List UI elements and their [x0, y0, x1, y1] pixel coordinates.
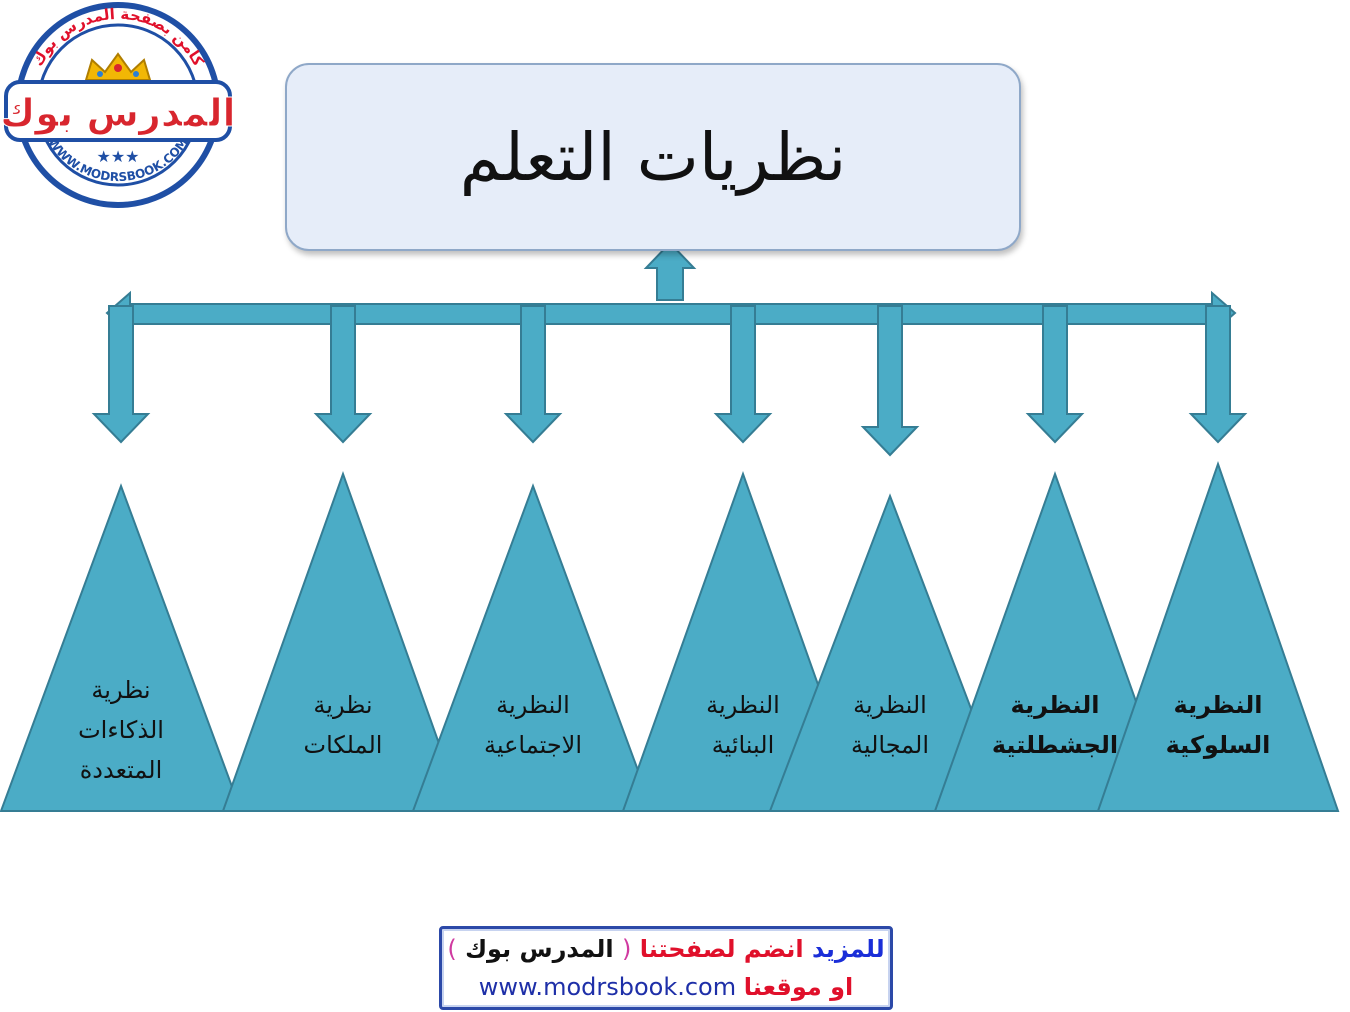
- logo-banner: [4, 80, 232, 142]
- down-arrow: [860, 305, 920, 457]
- theory-label: المجالية: [851, 731, 929, 759]
- theory-label: النظرية: [1174, 691, 1263, 719]
- logo-main-text: المدرس بوك: [2, 91, 234, 135]
- theory-triangle: [933, 471, 1177, 812]
- footer-paren-close: ): [447, 935, 457, 963]
- footer-paren-open: (: [621, 935, 632, 963]
- theory-label: النظرية: [706, 691, 780, 719]
- down-arrow: [91, 305, 151, 444]
- title-box: نظريات التعلم: [285, 63, 1021, 251]
- footer-or-site-text: او موقعنا: [743, 973, 854, 1001]
- theory-label: النظرية: [853, 691, 927, 719]
- theory-triangle: [221, 471, 465, 812]
- up-arrow: [643, 241, 697, 301]
- down-arrow: [713, 305, 773, 444]
- theory-label: البنائية: [712, 731, 775, 759]
- footer-line-site: او موقعنا www.modrsbook.com: [442, 973, 890, 1001]
- theory-label: الجشطلتية: [992, 731, 1118, 759]
- down-arrow: [1025, 305, 1085, 444]
- footer-join-text: انضم لصفحتنا: [639, 935, 804, 963]
- down-arrow: [313, 305, 373, 444]
- footer-line-join: للمزيد انضم لصفحتنا ( المدرس بوك ): [442, 935, 890, 963]
- down-arrow: [503, 305, 563, 444]
- connector-arrows: [91, 241, 1248, 457]
- crown-icon: [84, 52, 152, 81]
- theory-triangle: [0, 483, 243, 812]
- theory-label: السلوكية: [1166, 731, 1271, 759]
- theory-triangle: [1096, 460, 1340, 812]
- theory-label: النظرية: [496, 691, 570, 719]
- footer-banner[interactable]: للمزيد انضم لصفحتنا ( المدرس بوك ) او مو…: [439, 926, 893, 1010]
- theory-label: الذكاءات: [78, 716, 164, 744]
- down-arrow: [1188, 305, 1248, 444]
- theory-triangles: نظرية الذكاءات المتعددة نظرية الملكات النظرية…: [0, 460, 1340, 812]
- footer-page-name: المدرس بوك: [465, 935, 614, 963]
- footer-url-link[interactable]: www.modrsbook.com: [478, 973, 737, 1001]
- theory-label: الاجتماعية: [484, 731, 582, 759]
- theory-label: الملكات: [304, 731, 383, 759]
- theory-label: نظرية: [313, 691, 372, 719]
- diagram-title: نظريات التعلم: [459, 118, 847, 196]
- theory-label: نظرية: [91, 676, 150, 704]
- logo-stars: ★★★: [96, 147, 139, 166]
- theory-triangle: [411, 483, 655, 812]
- footer-more-text: للمزيد: [811, 935, 885, 963]
- site-logo: كامن بصفحة المدرس بوك WWW.MODRSBOOK.COM …: [2, 2, 234, 208]
- theory-label: المتعددة: [80, 756, 163, 784]
- theory-triangle: [768, 493, 1012, 812]
- theory-label: النظرية: [1011, 691, 1100, 719]
